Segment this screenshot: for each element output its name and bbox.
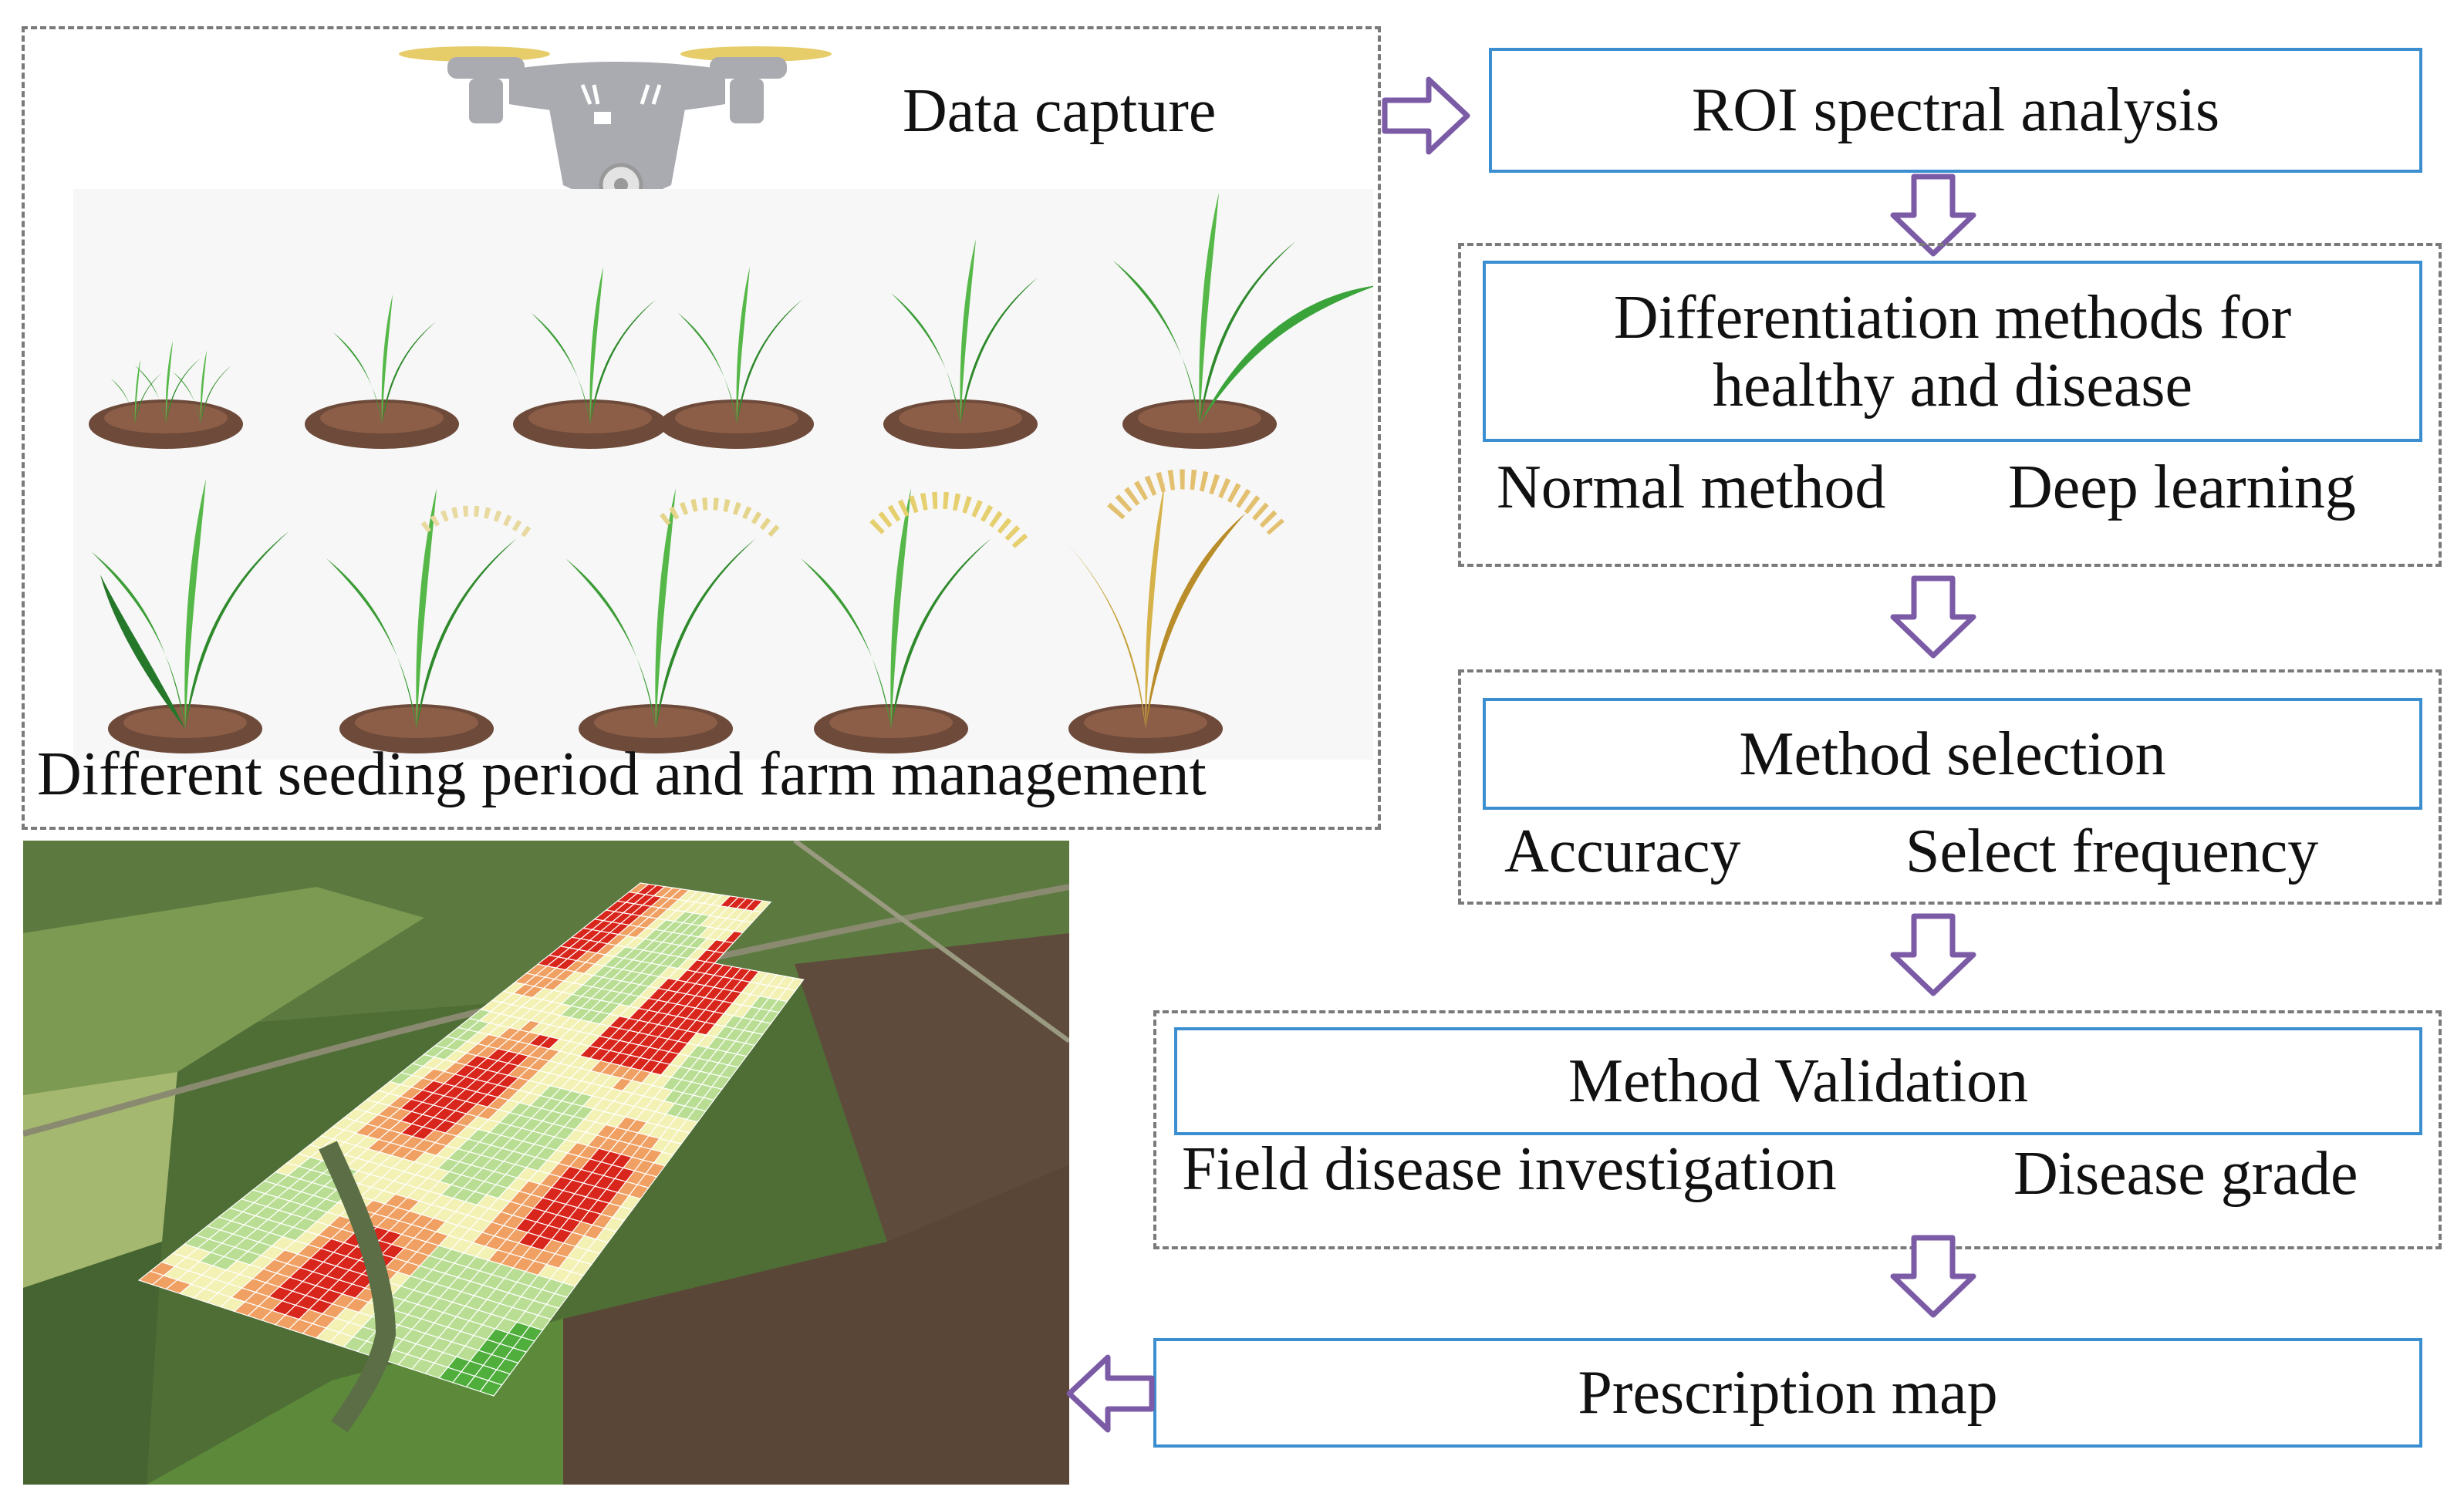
method-validation-group [1153,1010,2442,1249]
arrow-down-icon [1887,173,1980,258]
data-capture-panel [22,26,1381,830]
field-disease-investigation-label: Field disease investigation [1182,1135,1837,1203]
disease-grade-label: Disease grade [2013,1140,2358,1208]
normal-method-label: Normal method [1497,453,1886,521]
differentiation-box: Differentiation methods for healthy and … [1483,261,2422,442]
drone-icon [393,31,841,216]
differentiation-group [1458,243,2442,567]
arrow-down-icon [1887,1234,1980,1319]
method-selection-box: Method selection [1483,698,2422,810]
data-capture-caption: Different seeding period and farm manage… [37,740,1207,808]
arrow-right-icon [1381,73,1473,158]
roi-spectral-analysis-box: ROI spectral analysis [1489,48,2422,173]
method-selection-group [1458,669,2442,905]
arrow-down-icon [1887,575,1980,659]
prescription-map-box: Prescription map [1153,1338,2422,1448]
drainage-path [319,1141,397,1433]
arrow-left-icon [1063,1351,1156,1436]
rice-growth-stages-illustration [73,189,1373,760]
select-frequency-label: Select frequency [1905,817,2319,885]
deep-learning-label: Deep learning [2008,453,2356,521]
prescription-cell [479,1380,503,1397]
method-validation-box: Method Validation [1174,1027,2422,1135]
prescription-map-image [23,841,1069,1485]
accuracy-label: Accuracy [1504,817,1741,885]
arrow-down-icon [1887,912,1980,997]
data-capture-title: Data capture [903,77,1217,145]
